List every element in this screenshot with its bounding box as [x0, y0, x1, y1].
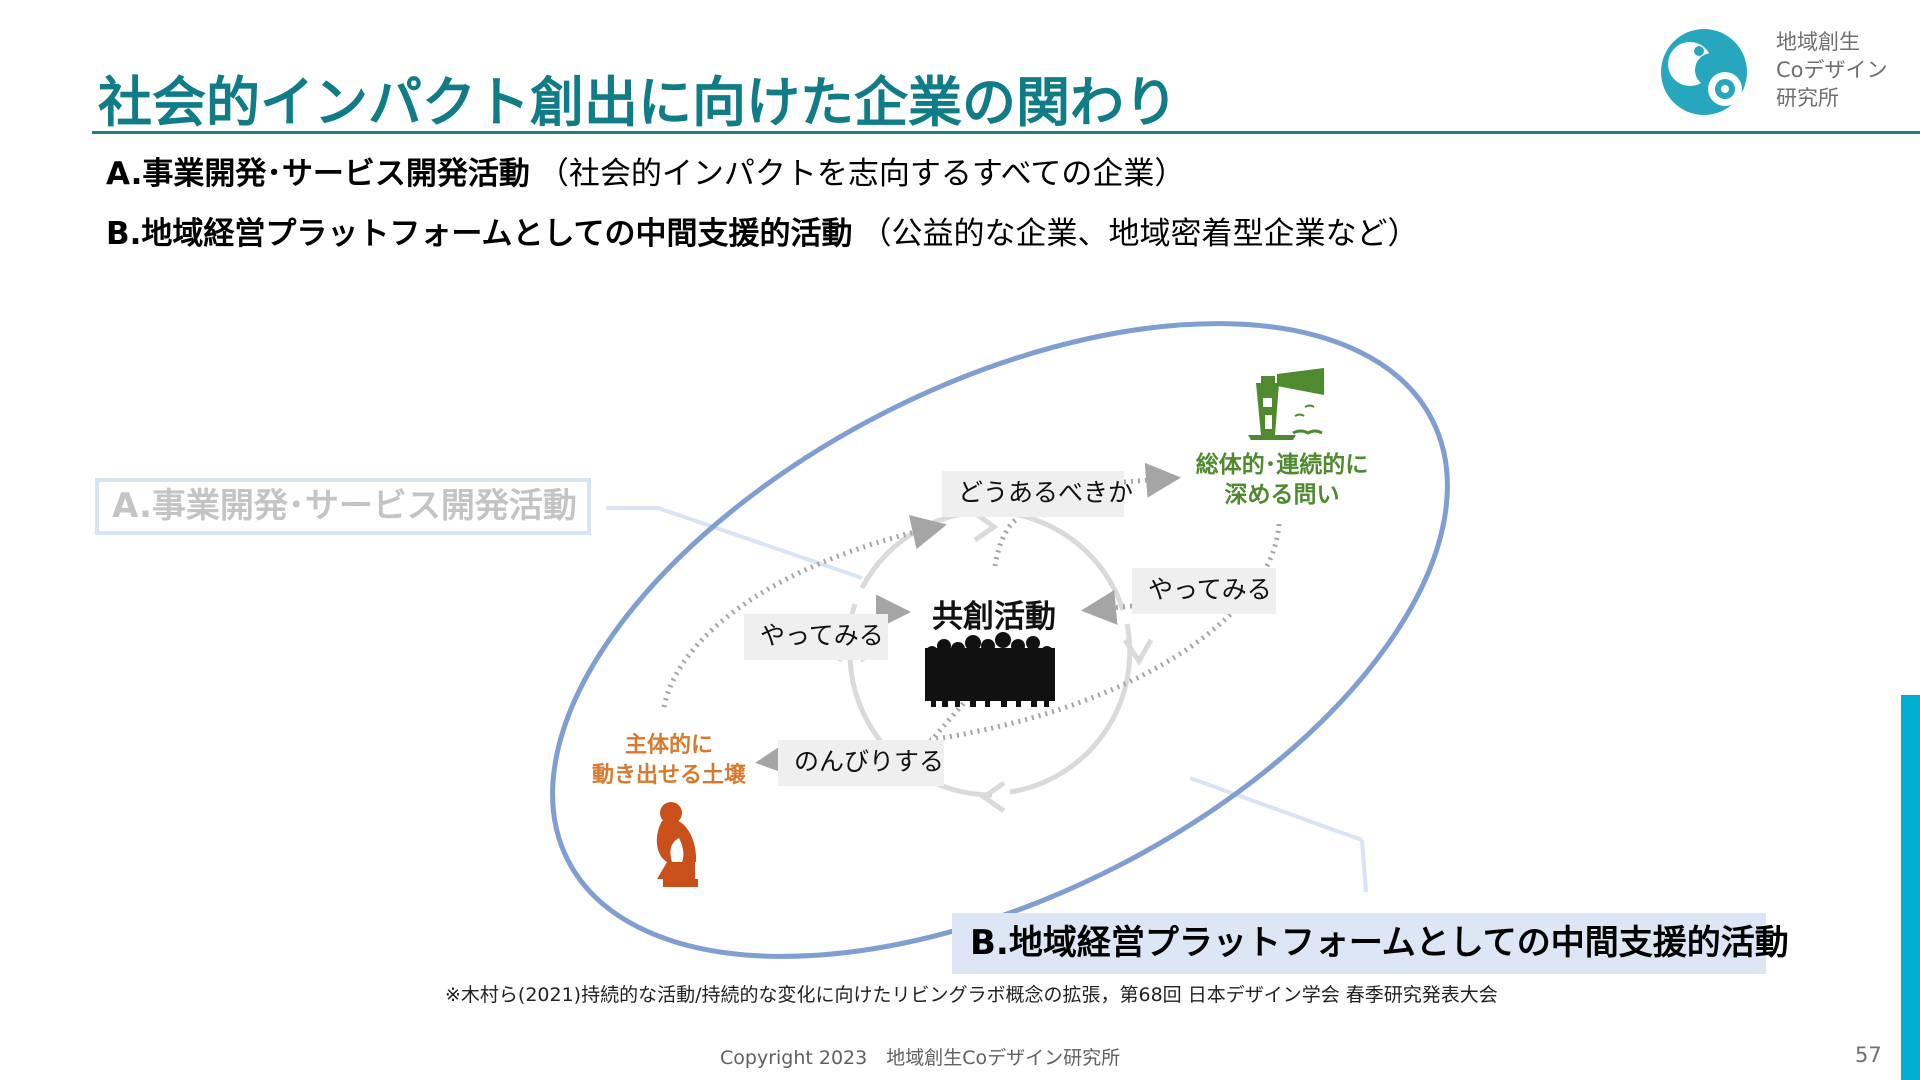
questioning-label: 総体的･連続的に 深める問い — [1182, 450, 1382, 510]
title-underline — [92, 131, 1920, 134]
logo-text-line-3: 研究所 — [1776, 86, 1839, 110]
activity-a-heading: A.事業開発･サービス開発活動（社会的インパクトを志向するすべての企業） — [106, 148, 1185, 193]
lighthouse-icon — [1248, 368, 1324, 440]
connector-b-to-ellipse-diagonal — [1189, 776, 1363, 842]
activity-b-strong-text: B.地域経営プラットフォームとしての中間支援的活動 — [106, 216, 853, 252]
co-creation-label: 共創活動 — [932, 599, 1056, 635]
dotted-path-center-to-top — [992, 515, 1020, 567]
active-foundation-label-line-2: 動き出せる土壌 — [591, 763, 746, 788]
how-it-should-be-chip: どうあるべきか — [942, 471, 1133, 517]
connector-a-to-ellipse-diagonal — [657, 506, 863, 580]
activity-a-box: A.事業開発･サービス開発活動 — [95, 478, 591, 535]
active-foundation-label: 主体的に 動き出せる土壌 — [575, 731, 763, 791]
platform-ellipse — [550, 321, 1450, 959]
try-it-right-chip: やってみる — [1132, 568, 1276, 614]
connector-b-to-ellipse-vertical — [1360, 839, 1368, 893]
source-citation: ※木村ら(2021)持続的な活動/持続的な変化に向けたリビングラボ概念の拡張，第… — [445, 984, 1498, 1006]
try-it-left-chip: やってみる — [744, 614, 888, 660]
logo-mark-icon — [1661, 29, 1747, 115]
dotted-path-left-up — [661, 515, 947, 708]
activity-a-strong-text: A.事業開発･サービス開発活動 — [106, 156, 530, 192]
crowd-icon — [925, 632, 1055, 707]
take-it-easy-chip: のんびりする — [778, 740, 944, 786]
cycle-arrow-right — [1122, 638, 1154, 666]
dotted-path-right-to-center — [1081, 590, 1133, 625]
questioning-label-line-1: 総体的･連続的に — [1195, 452, 1369, 478]
questioning-label-line-2: 深める問い — [1224, 482, 1340, 508]
logo-text-line-2: Coデザイン — [1776, 58, 1888, 82]
activity-b-description: （公益的な企業、地域密着型企業など） — [860, 216, 1419, 252]
right-accent-bar — [1901, 695, 1920, 1080]
active-foundation-label-line-1: 主体的に — [624, 733, 713, 758]
logo-text-line-1: 地域創生 — [1776, 30, 1860, 54]
activity-a-description: （社会的インパクトを志向するすべての企業） — [537, 156, 1186, 192]
dotted-path-to-question — [1123, 462, 1181, 498]
cycle-arrow-bottom — [979, 780, 1006, 814]
dotted-path-nonbiri-to-orange — [755, 741, 792, 776]
cycle-arc-right — [1009, 623, 1133, 795]
activity-b-heading: B.地域経営プラットフォームとしての中間支援的活動（公益的な企業、地域密着型企業… — [106, 208, 1419, 253]
page-number: 57 — [1855, 1043, 1882, 1067]
slide-title: 社会的インパクト創出に向けた企業の関わり — [98, 71, 1178, 134]
thinker-icon — [656, 802, 698, 887]
copyright-text: Copyright 2023 地域創生Coデザイン研究所 — [720, 1047, 1121, 1069]
activity-b-box: B.地域経営プラットフォームとしての中間支援的活動 — [952, 913, 1789, 974]
logo-text: 地域創生 Coデザイン 研究所 — [1776, 28, 1888, 112]
cycle-arrow-top — [973, 510, 999, 543]
